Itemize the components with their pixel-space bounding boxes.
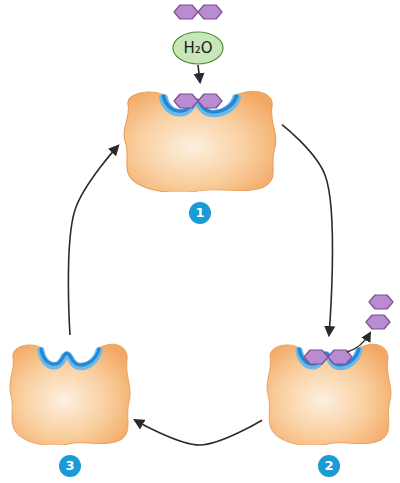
enzyme-outline (262, 335, 396, 445)
sugar-ring (304, 350, 328, 364)
cycle-arrow (282, 125, 332, 335)
enzyme-body (10, 344, 130, 445)
active-site (299, 349, 359, 365)
sugar-ring (369, 295, 393, 309)
callout-number: 2 (318, 455, 340, 477)
cycle-arrow (135, 420, 262, 445)
sugar-ring (198, 5, 222, 19)
sugar-ring (174, 94, 198, 108)
callout-number: 1 (189, 202, 211, 224)
cycle-arrow (68, 146, 118, 335)
release-arrow (347, 333, 370, 352)
enzyme-node: 2 (262, 335, 396, 477)
enzyme-body (124, 91, 276, 192)
active-site (41, 349, 99, 365)
molecule-label: H₂O (172, 31, 224, 65)
sugar-ring (366, 315, 390, 329)
sugar-ring (328, 350, 352, 364)
callout-number: 3 (59, 455, 81, 477)
enzyme-outline (5, 335, 135, 445)
enzyme-outline (118, 82, 282, 192)
water-ellipse (173, 32, 223, 64)
sugar-ring (174, 5, 198, 19)
enzyme-node: 1 (118, 82, 282, 224)
sugar-ring (198, 94, 222, 108)
cycle-arrow (198, 65, 200, 82)
molecule-ellipse: H₂O (172, 31, 224, 65)
enzyme-body (267, 344, 391, 445)
active-site (163, 96, 236, 112)
enzyme-node: 3 (5, 335, 135, 477)
